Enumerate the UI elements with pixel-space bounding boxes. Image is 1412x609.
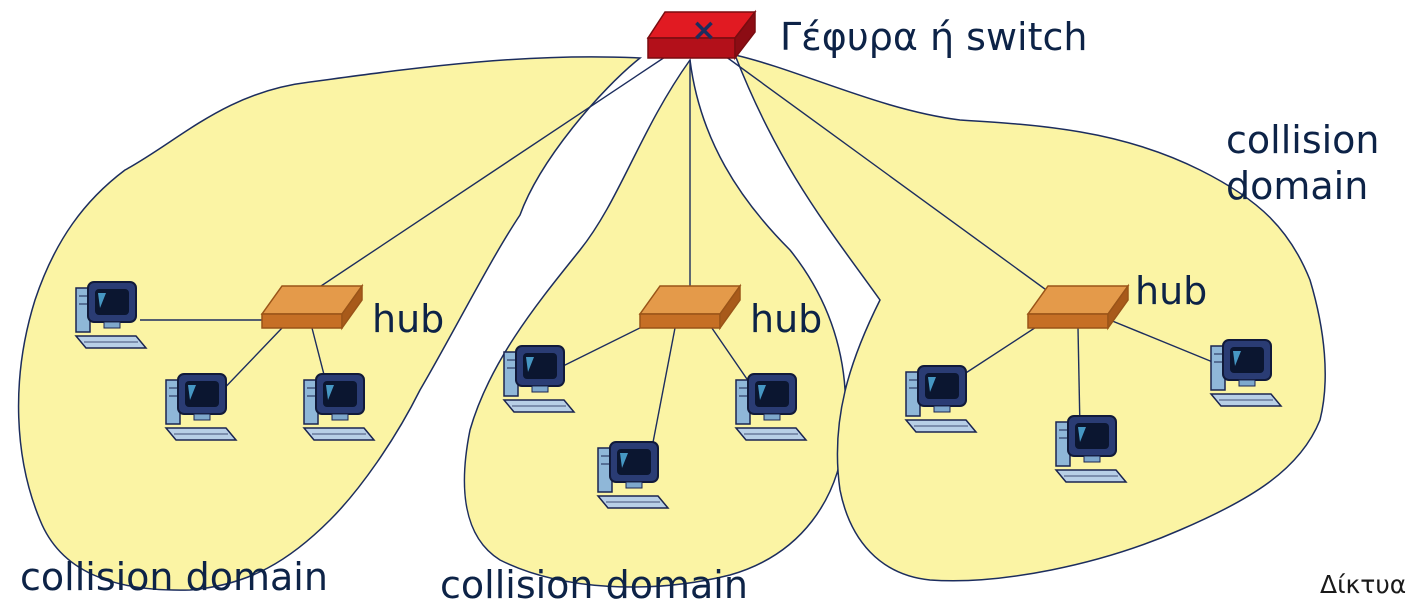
switch-icon: ×: [646, 9, 757, 61]
desktop-computer-icon: [75, 281, 147, 349]
link-switch-hub-right: [724, 55, 1061, 301]
desktop-computer-icon: [905, 365, 977, 433]
switch-label: Γέφυρα ή switch: [780, 15, 1088, 59]
collision-domain-label-left: collision domain: [20, 555, 328, 599]
link-hub-pc: [1077, 327, 1081, 431]
hub-icon: [1027, 285, 1129, 329]
desktop-computer-icon: [165, 373, 237, 441]
switch-mark: ×: [691, 13, 716, 48]
footer-label: Δίκτυα: [1320, 570, 1407, 599]
desktop-computer-icon: [503, 345, 575, 413]
link-switch-hub-left: [299, 54, 669, 301]
collision-domain-label-middle: collision domain: [440, 563, 748, 607]
desktop-computer-icon: [597, 441, 669, 509]
desktop-computer-icon: [1055, 415, 1127, 483]
desktop-computer-icon: [1210, 339, 1282, 407]
link-hub-pc: [649, 327, 676, 459]
hub-icon: [261, 285, 363, 329]
collision-domain-label-right: collision domain: [1226, 118, 1380, 208]
hub-label-right: hub: [1135, 269, 1208, 313]
desktop-computer-icon: [735, 373, 807, 441]
desktop-computer-icon: [303, 373, 375, 441]
link-hub-pc: [1104, 317, 1221, 366]
hub-icon: [639, 285, 741, 329]
hub-label-left: hub: [372, 297, 445, 341]
hub-label-middle: hub: [750, 297, 823, 341]
